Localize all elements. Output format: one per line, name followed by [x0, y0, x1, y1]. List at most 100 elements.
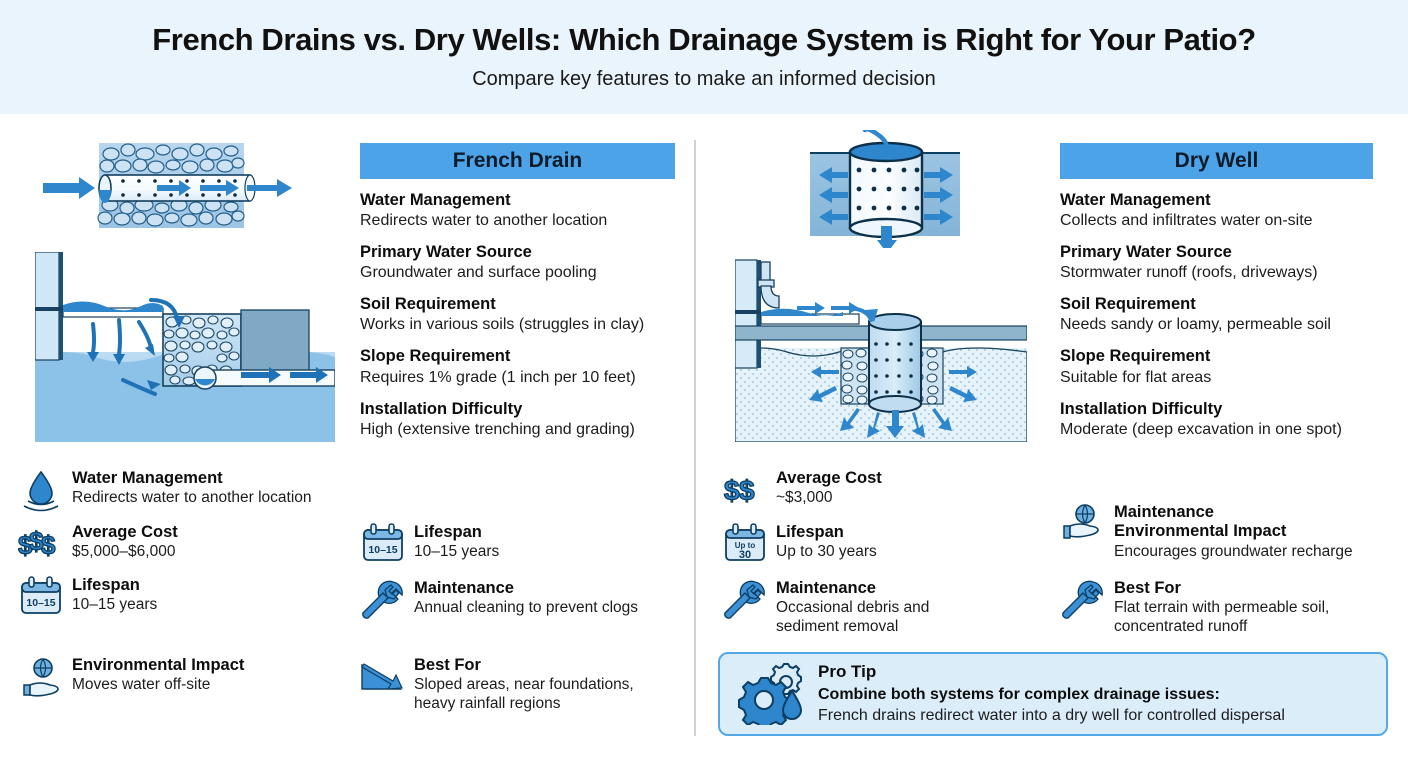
spec-label: Soil Requirement — [1060, 295, 1196, 314]
pro-tip-body: French drains redirect water into a dry … — [818, 706, 1285, 724]
spec-label: Installation Difficulty — [360, 399, 523, 418]
dry-well-section-illustration — [735, 252, 1027, 442]
fact-value: Up to 30 years — [776, 543, 877, 561]
fact-value: Moves water off-site — [72, 676, 211, 694]
fact-label: Best For — [1114, 579, 1181, 597]
page-title: French Drains vs. Dry Wells: Which Drain… — [152, 22, 1256, 58]
fact-label: Maintenance — [776, 579, 876, 597]
fact-value: Redirects water to another location — [72, 489, 312, 507]
calendar-icon-text-top: Up to — [735, 541, 756, 550]
wrench-icon — [360, 578, 406, 622]
fact-label: Lifespan — [776, 523, 844, 541]
svg-text:$: $ — [29, 526, 44, 556]
fact-row-water-management: Water Management Redirects water to anot… — [18, 468, 358, 512]
fact-value: Occasional debris and sediment removal — [776, 599, 930, 636]
column-divider — [694, 140, 696, 736]
fact-label-secondary: Environmental Impact — [1114, 522, 1287, 541]
fact-row-lifespan: Up to 30 Lifespan Up to 30 years — [722, 522, 1047, 566]
fact-row-best-for: Best For Sloped areas, near foundations,… — [360, 655, 695, 714]
calendar-icon-text: 10–15 — [26, 597, 55, 609]
svg-text:$: $ — [724, 475, 740, 506]
fact-row-best-for: Best For Flat terrain with permeable soi… — [1060, 578, 1405, 637]
fact-label: Average Cost — [776, 469, 882, 487]
spec-value: Needs sandy or loamy, permeable soil — [1060, 316, 1331, 334]
fact-label: Maintenance — [1114, 503, 1214, 521]
fact-row-lifespan: 10–15 Lifespan 10–15 years — [18, 575, 358, 619]
fact-row-average-cost: $$$ Average Cost $5,000–$6,000 — [17, 522, 358, 566]
fact-row-maintenance: Maintenance Occasional debris and sedime… — [722, 578, 1047, 637]
fact-label: Environmental Impact — [72, 656, 245, 674]
calendar-icon-text: 30 — [739, 549, 751, 561]
calendar-icon: 10–15 — [360, 522, 406, 566]
wrench-icon — [1060, 578, 1106, 622]
fact-value: 10–15 years — [72, 596, 158, 614]
svg-text:$: $ — [739, 475, 755, 506]
calendar-icon: 10–15 — [18, 575, 64, 619]
spec-value: High (extensive trenching and grading) — [360, 420, 635, 438]
column-header-french-drain: French Drain — [360, 143, 675, 179]
spec-list-french-drain: Water Management Redirects water to anot… — [360, 190, 692, 451]
pro-tip-headline: Combine both systems for complex drainag… — [818, 685, 1220, 703]
spec-item: Slope Requirement Requires 1% grade (1 i… — [360, 346, 692, 387]
dollar-triple-icon: $$$ — [17, 522, 64, 566]
globe-hand-icon — [18, 655, 64, 699]
spec-label: Primary Water Source — [1060, 243, 1232, 262]
spec-label: Slope Requirement — [360, 347, 511, 366]
infographic-header: French Drains vs. Dry Wells: Which Drain… — [0, 0, 1408, 114]
spec-value: Works in various soils (struggles in cla… — [360, 316, 645, 334]
page-subtitle: Compare key features to make an informed… — [472, 67, 936, 90]
spec-value: Moderate (deep excavation in one spot) — [1060, 420, 1342, 438]
french-drain-pipe-illustration — [35, 138, 335, 248]
fact-value: Sloped areas, near foundations, heavy ra… — [414, 676, 634, 713]
gear-drop-icon — [734, 663, 812, 730]
spec-item: Primary Water Source Stormwater runoff (… — [1060, 242, 1405, 283]
spec-label: Water Management — [360, 191, 511, 209]
fact-label: Water Management — [72, 469, 223, 487]
spec-label: Soil Requirement — [360, 295, 496, 314]
spec-item: Slope Requirement Suitable for flat area… — [1060, 346, 1405, 387]
spec-label: Water Management — [1060, 191, 1211, 209]
wrench-icon — [722, 578, 768, 622]
fact-row-maintenance: Maintenance Annual cleaning to prevent c… — [360, 578, 695, 622]
fact-row-environmental-impact: Environmental Impact Moves water off-sit… — [18, 655, 358, 699]
globe-hand-icon — [1060, 502, 1106, 546]
column-title-text: French Drain — [452, 149, 583, 172]
spec-value: Stormwater runoff (roofs, driveways) — [1060, 264, 1318, 282]
calendar-icon: Up to 30 — [722, 522, 768, 566]
fact-row-average-cost: $$ Average Cost ~$3,000 — [722, 468, 1047, 512]
fact-label: Lifespan — [414, 523, 482, 541]
spec-label: Installation Difficulty — [1060, 399, 1223, 418]
fact-label: Average Cost — [72, 523, 178, 541]
fact-value: ~$3,000 — [776, 489, 833, 507]
fact-row-environmental-impact: Maintenance Environmental Impact Encoura… — [1060, 502, 1405, 562]
slope-arrow-icon — [360, 655, 406, 699]
spec-value: Groundwater and surface pooling — [360, 264, 597, 282]
calendar-icon-text: 10–15 — [368, 544, 397, 556]
fact-label: Maintenance — [414, 579, 514, 597]
pro-tip-title: Pro Tip — [818, 662, 877, 682]
fact-label: Best For — [414, 656, 481, 674]
spec-label: Primary Water Source — [360, 243, 532, 262]
svg-text:$: $ — [41, 530, 56, 560]
fact-value: 10–15 years — [414, 543, 500, 561]
dry-well-cylinder-illustration — [735, 130, 1035, 248]
spec-value: Collects and infiltrates water on-site — [1060, 212, 1313, 230]
fact-value: $5,000–$6,000 — [72, 543, 176, 561]
fact-row-lifespan: 10–15 Lifespan 10–15 years — [360, 522, 695, 566]
column-header-dry-well: Dry Well — [1060, 143, 1373, 179]
spec-item: Water Management Collects and infiltrate… — [1060, 190, 1405, 231]
spec-value: Requires 1% grade (1 inch per 10 feet) — [360, 368, 636, 386]
spec-item: Primary Water Source Groundwater and sur… — [360, 242, 692, 283]
spec-value: Redirects water to another location — [360, 212, 608, 230]
fact-value: Encourages groundwater recharge — [1114, 542, 1353, 560]
spec-item: Installation Difficulty High (extensive … — [360, 399, 692, 440]
spec-item: Soil Requirement Works in various soils … — [360, 294, 692, 335]
spec-label: Slope Requirement — [1060, 347, 1211, 366]
spec-item: Installation Difficulty Moderate (deep e… — [1060, 399, 1405, 440]
svg-text:$: $ — [18, 530, 33, 560]
dollar-double-icon: $$ — [722, 468, 768, 512]
column-title-text: Dry Well — [1174, 149, 1259, 172]
fact-label: Lifespan — [72, 576, 140, 594]
pro-tip-callout: Pro Tip Combine both systems for complex… — [718, 652, 1388, 736]
fact-value: Annual cleaning to prevent clogs — [414, 599, 639, 617]
